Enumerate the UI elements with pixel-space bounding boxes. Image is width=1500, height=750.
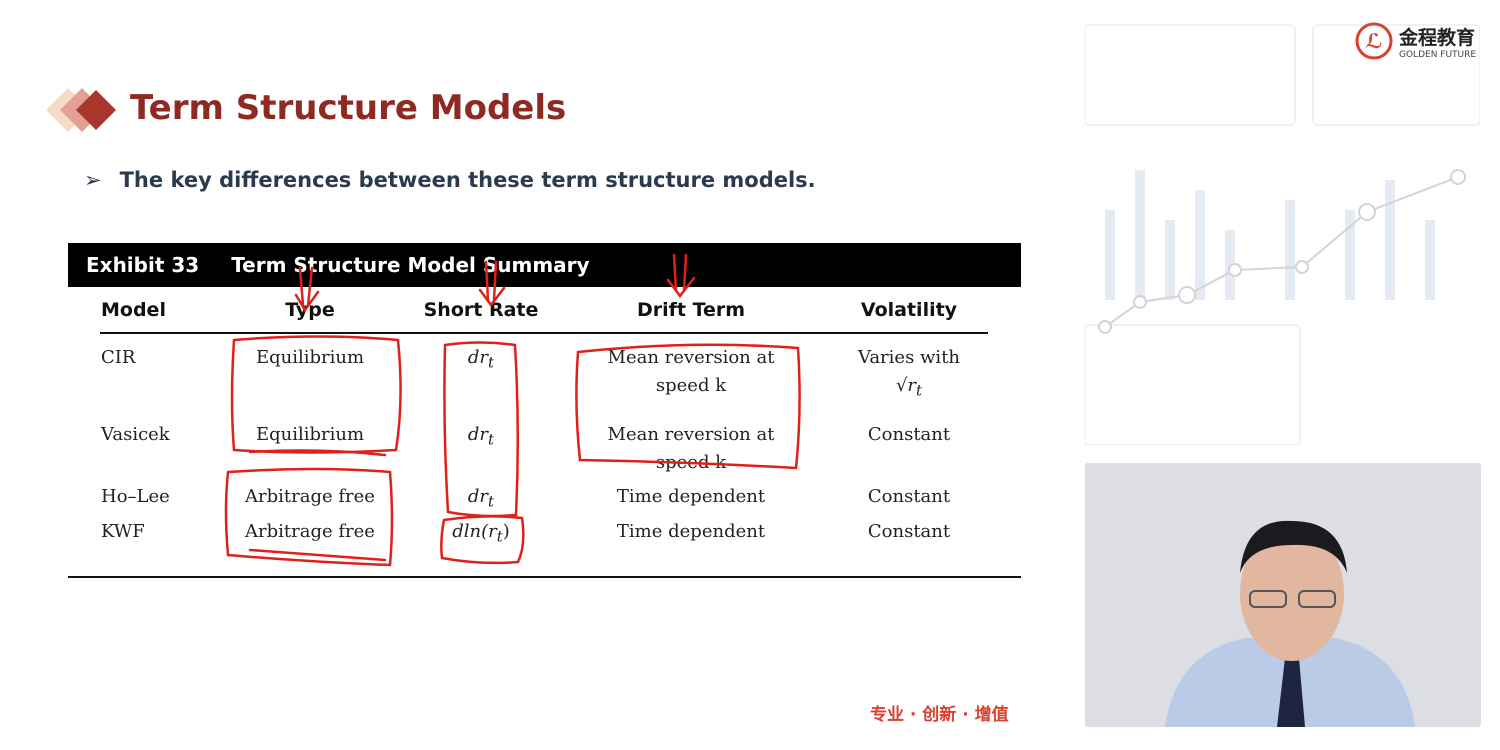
cell-drift: Time dependent: [617, 483, 765, 511]
rate-subscript: t: [488, 492, 495, 511]
bullet-text: ➢ The key differences between these term …: [84, 168, 816, 192]
exhibit-number: Exhibit 33: [86, 253, 200, 277]
drift-line: Mean reversion at: [607, 424, 775, 445]
arrow-bullet-icon: ➢: [84, 168, 102, 192]
cell-volatility: Constant: [868, 483, 950, 511]
logo-en: GOLDEN FUTURE: [1399, 49, 1477, 60]
cell-text: Arbitrage free: [245, 486, 375, 507]
cell-volatility: Constant: [868, 421, 950, 449]
cell-text: Arbitrage free: [245, 521, 375, 542]
presenter-video[interactable]: [1085, 463, 1481, 727]
close-paren: ): [502, 521, 510, 542]
cell-model: CIR: [101, 344, 135, 372]
cell-text: Ho–Lee: [101, 486, 170, 507]
exhibit-header: Exhibit 33 Term Structure Model Summary: [68, 243, 1021, 287]
rate-subscript: t: [496, 527, 503, 546]
cell-model: Vasicek: [101, 421, 170, 449]
exhibit-title: Term Structure Model Summary: [231, 253, 590, 277]
slide-footer: 专业 · 创新 · 增值: [870, 705, 1009, 725]
header-type: Type: [285, 299, 335, 321]
rate-text: dln(r: [452, 521, 497, 542]
bottom-rule: [68, 576, 1021, 578]
svg-text:ℒ: ℒ: [1365, 29, 1382, 53]
cell-type: Arbitrage free: [245, 518, 375, 546]
rate-subscript: t: [488, 430, 495, 449]
cell-volatility: Varies with √rt: [858, 344, 960, 405]
cell-type: Equilibrium: [256, 344, 364, 372]
cell-text: KWF: [101, 521, 145, 542]
cell-short-rate: drt: [468, 344, 494, 377]
rate-text: dr: [467, 347, 489, 368]
header-model: Model: [101, 299, 166, 321]
vol-sqrt: √r: [895, 375, 917, 396]
header-drift: Drift Term: [636, 299, 746, 321]
cell-drift: Mean reversion at speed k: [608, 344, 775, 400]
logo-cn: 金程教育: [1399, 26, 1476, 49]
drift-line: speed k: [655, 375, 727, 396]
vol-subscript: t: [916, 381, 923, 400]
vol-line: Varies with: [857, 347, 961, 368]
cell-short-rate: dln(rt): [452, 518, 510, 551]
cell-text: Equilibrium: [255, 347, 365, 368]
cell-text: CIR: [101, 347, 136, 368]
page-title: Term Structure Models: [130, 88, 567, 128]
drift-line: Time dependent: [616, 486, 766, 507]
header-rule: [100, 332, 988, 334]
red-annotations: [224, 253, 801, 567]
cell-type: Arbitrage free: [245, 483, 375, 511]
cell-short-rate: drt: [468, 483, 494, 516]
rate-subscript: t: [488, 353, 495, 372]
rate-text: dr: [467, 486, 489, 507]
header-volatility: Volatility: [860, 299, 958, 321]
title-diamonds-icon: [46, 88, 116, 132]
cell-model: Ho–Lee: [101, 483, 170, 511]
header-short-rate: Short Rate: [423, 299, 539, 321]
bullet-label: The key differences between these term s…: [119, 168, 816, 192]
drift-line: Mean reversion at: [607, 347, 775, 368]
logo-seal-icon: ℒ: [1355, 22, 1393, 60]
cell-drift: Time dependent: [617, 518, 765, 546]
drift-line: Time dependent: [616, 521, 766, 542]
cell-model: KWF: [101, 518, 145, 546]
vol-line: Constant: [867, 424, 951, 445]
presenter-image: [1085, 463, 1481, 727]
vol-line: Constant: [867, 521, 951, 542]
background-decoration: [1085, 24, 1480, 445]
cell-type: Equilibrium: [256, 421, 364, 449]
cell-text: Equilibrium: [255, 424, 365, 445]
vol-line: Constant: [867, 486, 951, 507]
cell-text: Vasicek: [101, 424, 170, 445]
cell-short-rate: drt: [468, 421, 494, 454]
rate-text: dr: [467, 424, 489, 445]
cell-volatility: Constant: [868, 518, 950, 546]
